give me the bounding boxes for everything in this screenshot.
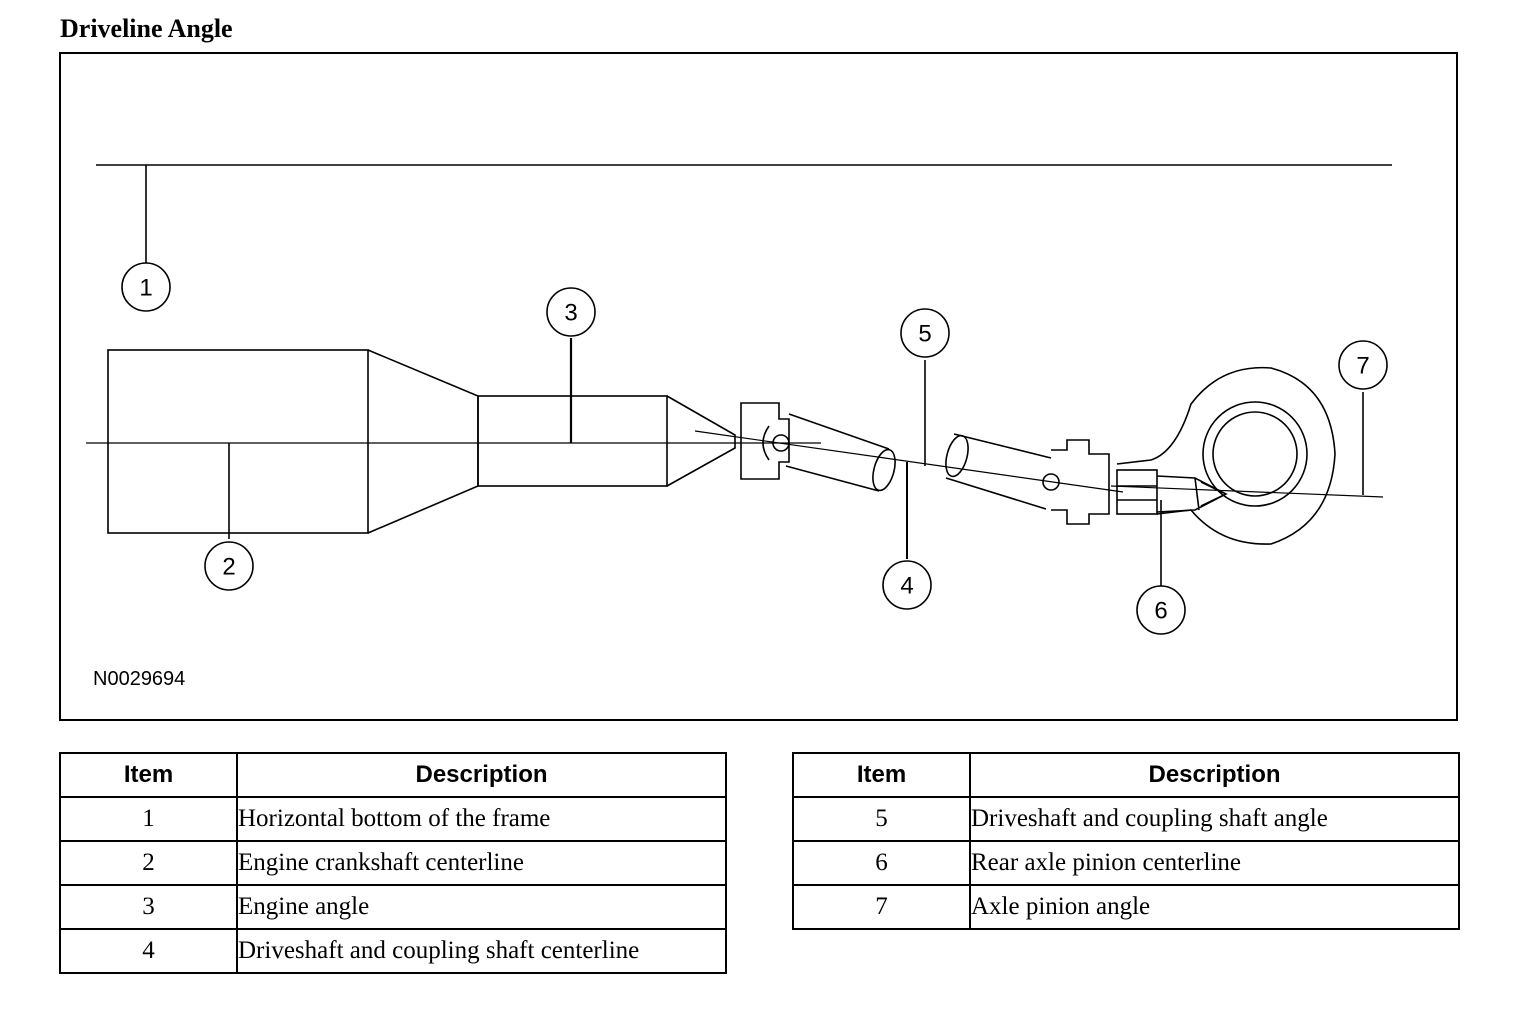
item-number: 4 [59,928,238,974]
tail-housing [666,395,736,487]
table-row: 4 Driveshaft and coupling shaft centerli… [59,928,727,974]
transmission [477,395,668,487]
callout-3 [546,287,596,337]
page-title: Driveline Angle [60,14,233,43]
callout-2-label: 2 [222,554,235,581]
callout-5 [900,308,950,358]
header-item: Item [59,752,238,798]
item-description: Rear axle pinion centerline [969,840,1460,886]
pinion-centerline [1110,485,1384,498]
callout-1-label: 1 [139,275,152,302]
callout-1 [121,262,171,312]
table-row: 1 Horizontal bottom of the frame [59,796,727,842]
driveshaft [785,413,890,492]
item-description: Axle pinion angle [969,884,1460,930]
callout-6-label: 6 [1154,598,1167,625]
callout-7 [1338,340,1388,390]
ring-gear-outer [1202,401,1308,507]
item-number: 6 [792,840,971,886]
header-item: Item [792,752,971,798]
callout-2 [204,541,254,591]
transmission-taper [367,349,479,534]
callout-7-label: 7 [1356,353,1369,380]
item-description: Horizontal bottom of the frame [236,796,727,842]
coupling-shaft [945,433,1052,510]
item-number: 2 [59,840,238,886]
ring-gear-inner [1212,411,1298,497]
item-description: Engine crankshaft centerline [236,840,727,886]
item-description: Engine angle [236,884,727,930]
callout-5-label: 5 [918,321,931,348]
table-row: 2 Engine crankshaft centerline [59,840,727,886]
legend-table-right: Item Description 5 Driveshaft and coupli… [792,752,1460,930]
table-row: 3 Engine angle [59,884,727,930]
pinion-gear [1156,475,1228,513]
item-description: Driveshaft and coupling shaft centerline [236,928,727,974]
rear-ujoint [1042,473,1060,491]
callout-4 [882,560,932,610]
table-row: 5 Driveshaft and coupling shaft angle [792,796,1460,842]
table-row: 6 Rear axle pinion centerline [792,840,1460,886]
pinion-flange [1116,469,1158,515]
header-description: Description [969,752,1460,798]
item-description: Driveshaft and coupling shaft angle [969,796,1460,842]
rear-yoke [1051,439,1110,525]
callout-4-label: 4 [900,573,913,600]
engine-block [107,349,369,534]
callout-6 [1136,585,1186,635]
header-description: Description [236,752,727,798]
item-number: 7 [792,884,971,930]
front-ujoint [772,434,790,452]
legend-table-left: Item Description 1 Horizontal bottom of … [59,752,727,974]
driveshaft-centerline [694,430,1124,493]
item-number: 3 [59,884,238,930]
front-yoke [740,402,790,480]
driveline-diagram: 1 2 3 4 5 6 7 N0029694 [59,52,1458,721]
item-number: 1 [59,796,238,842]
callout-3-label: 3 [564,300,577,327]
item-number: 5 [792,796,971,842]
table-row: 7 Axle pinion angle [792,884,1460,930]
figure-id: N0029694 [93,668,186,690]
diagram-drawing: 1 2 3 4 5 6 7 [86,164,1392,635]
axle-housing [1116,366,1336,545]
